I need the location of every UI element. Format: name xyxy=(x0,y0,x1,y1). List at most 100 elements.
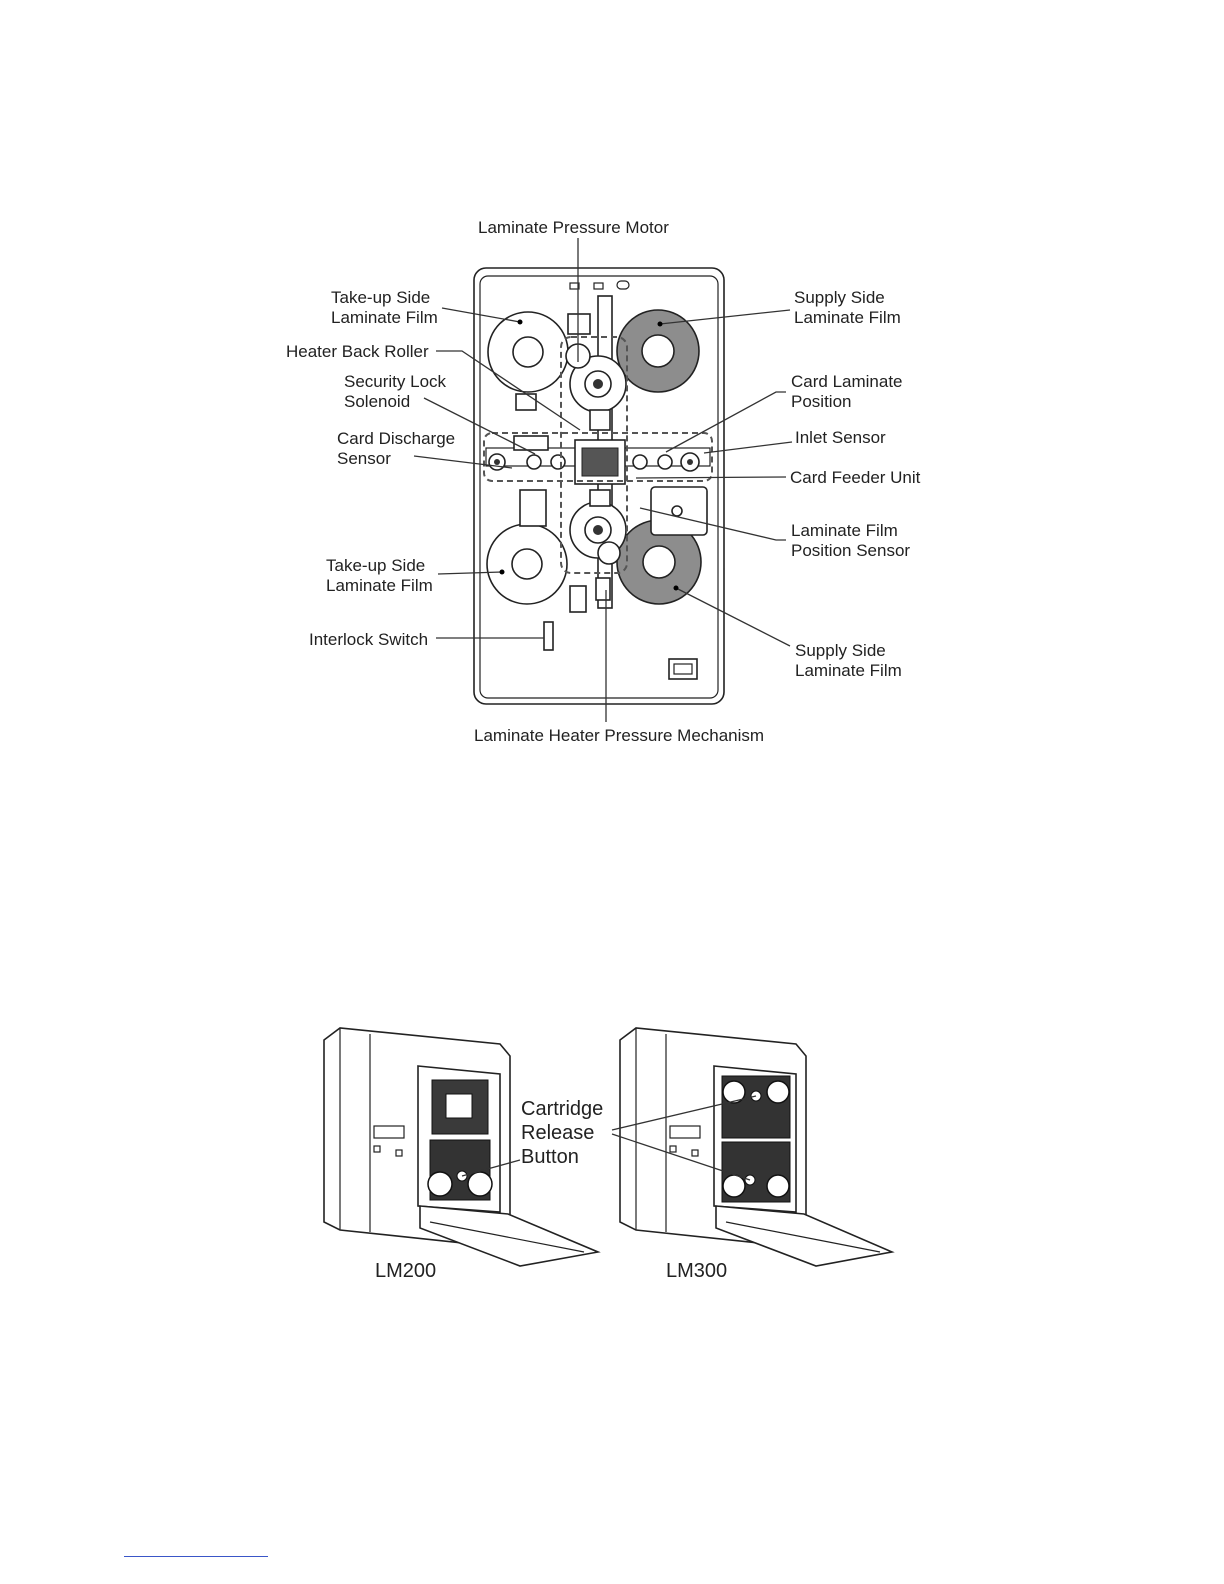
leader-takeup-bottom xyxy=(437,571,503,575)
lm300-side-mark xyxy=(691,1149,699,1157)
path-roller xyxy=(550,454,566,470)
callout-cartridge-line3: Button xyxy=(521,1146,579,1168)
label-card-laminate-line1: Card Laminate xyxy=(791,372,903,391)
lm300-open-door xyxy=(715,1205,895,1267)
label-supply-top-line1: Supply Side xyxy=(794,288,885,307)
leader-release-lm300-lower xyxy=(611,1133,751,1181)
lm200-right-roll xyxy=(467,1171,493,1197)
leader-card-discharge xyxy=(413,455,513,469)
lm300-card-slot xyxy=(669,1125,701,1139)
label-card-feeder-unit: Card Feeder Unit xyxy=(790,468,921,487)
leader-dot xyxy=(657,321,663,327)
leader-inlet-sensor xyxy=(703,441,793,454)
leader-card-feeder xyxy=(635,476,787,479)
lm200-left-roll xyxy=(427,1171,453,1197)
supply-top-core xyxy=(641,334,675,368)
lm300-door-edge xyxy=(725,1221,881,1253)
laminator-top-diagram: Laminate Pressure Motor Take-up Side Lam… xyxy=(286,218,921,745)
bottom-plate xyxy=(569,585,587,613)
leader-security-lock xyxy=(423,397,536,455)
model-label-lm300: LM300 xyxy=(666,1260,727,1282)
pressure-mech-block xyxy=(595,577,611,601)
label-supply-bottom-line1: Supply Side xyxy=(795,641,886,660)
callout-cartridge-line1: Cartridge xyxy=(521,1098,603,1120)
housing-inner xyxy=(479,275,719,699)
leader-dot xyxy=(517,319,523,325)
control-panel-icon xyxy=(668,658,698,680)
interlock-switch-icon xyxy=(543,621,554,651)
card-feeder-dashed-box xyxy=(483,432,713,482)
lm200-door-edge xyxy=(429,1221,585,1253)
leader-film-position xyxy=(639,507,786,541)
vent-icon xyxy=(569,282,580,290)
label-supply-top-line2: Laminate Film xyxy=(794,308,901,327)
path-roller xyxy=(632,454,648,470)
takeup-top-core xyxy=(512,336,544,368)
lm300-side-mark xyxy=(669,1145,677,1153)
takeup-bracket xyxy=(515,393,537,411)
label-takeup-bottom-line2: Laminate Film xyxy=(326,576,433,595)
feeder-knob xyxy=(671,505,683,517)
vent-icon xyxy=(593,282,604,290)
label-film-position-line2: Position Sensor xyxy=(791,541,910,560)
path-roller xyxy=(526,454,542,470)
lm200-upper-window xyxy=(445,1093,473,1119)
path-roller xyxy=(657,454,673,470)
label-card-discharge-line2: Sensor xyxy=(337,449,391,468)
label-security-lock-line1: Security Lock xyxy=(344,372,447,391)
label-inlet-sensor: Inlet Sensor xyxy=(795,428,886,447)
label-card-laminate-line2: Position xyxy=(791,392,851,411)
control-panel-inner xyxy=(673,663,693,675)
supply-bottom-core xyxy=(642,545,676,579)
leader-supply-bottom xyxy=(675,587,791,647)
cartridge-release-diagram: Cartridge Release Button LM200 LM300 xyxy=(323,1027,895,1282)
leader-supply-top xyxy=(659,309,791,325)
model-label-lm200: LM200 xyxy=(375,1260,436,1282)
lm200-open-door xyxy=(419,1205,601,1267)
leader-takeup-top xyxy=(441,307,521,323)
leader-dot xyxy=(499,569,505,575)
label-takeup-top-line2: Laminate Film xyxy=(331,308,438,327)
lm300-upper-left-roll xyxy=(722,1080,746,1104)
leader-heater-back-roller xyxy=(436,350,581,431)
lm200-card-slot xyxy=(373,1125,405,1139)
label-interlock-switch: Interlock Switch xyxy=(309,630,428,649)
label-laminate-pressure-motor: Laminate Pressure Motor xyxy=(478,218,669,237)
discharge-roller-axle xyxy=(494,459,500,465)
heater-core xyxy=(581,447,619,477)
lm200-side-mark xyxy=(395,1149,403,1157)
callout-cartridge-line2: Release xyxy=(521,1122,594,1144)
takeup-bottom-core xyxy=(511,548,543,580)
footnote-rule xyxy=(124,1556,268,1557)
lm200-side-mark xyxy=(373,1145,381,1153)
lm200-unit-illustration xyxy=(323,1027,601,1267)
leader-release-lm200 xyxy=(461,1159,521,1177)
label-heater-pressure-mechanism: Laminate Heater Pressure Mechanism xyxy=(474,726,764,745)
leader-card-laminate xyxy=(665,391,786,453)
leader-dot xyxy=(673,585,679,591)
heater-unit-dashed-box xyxy=(560,336,628,574)
lm300-lower-left-roll xyxy=(722,1174,746,1198)
lm300-lower-right-roll xyxy=(766,1174,790,1198)
vent-icon xyxy=(616,280,630,290)
label-film-position-line1: Laminate Film xyxy=(791,521,898,540)
security-lock-block xyxy=(589,409,611,431)
pressure-cam-lower xyxy=(597,541,621,565)
label-takeup-top-line1: Take-up Side xyxy=(331,288,430,307)
leader-release-lm300-upper xyxy=(611,1095,757,1131)
label-security-lock-line2: Solenoid xyxy=(344,392,410,411)
lm300-upper-right-roll xyxy=(766,1080,790,1104)
label-card-discharge-line1: Card Discharge xyxy=(337,429,455,448)
label-supply-bottom-line2: Laminate Film xyxy=(795,661,902,680)
pressure-motor-block xyxy=(567,313,591,335)
discharge-bracket xyxy=(513,435,549,451)
lower-takeup-bracket xyxy=(519,489,547,527)
inlet-roller-axle xyxy=(687,459,693,465)
label-takeup-bottom-line1: Take-up Side xyxy=(326,556,425,575)
label-heater-back-roller: Heater Back Roller xyxy=(286,342,429,361)
lm300-unit-illustration xyxy=(619,1027,895,1267)
upper-heat-roller-axle xyxy=(593,379,603,389)
lower-lock-block xyxy=(589,489,611,507)
lower-heat-roller-axle xyxy=(593,525,603,535)
